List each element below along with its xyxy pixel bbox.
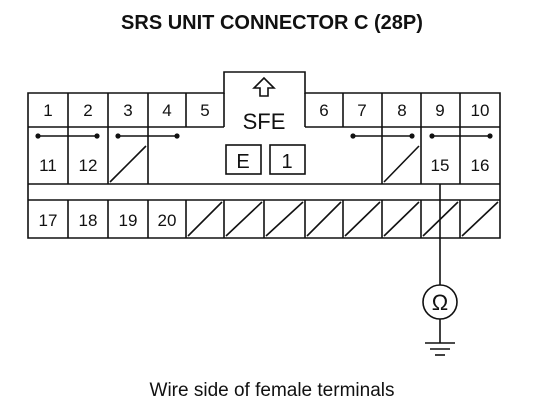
arrow-up-icon [252,76,276,97]
pin-label: 3 [123,101,132,120]
pin-label: 6 [319,101,328,120]
empty-cavity [265,201,304,237]
empty-cavity [383,145,420,183]
pin-label: 7 [357,101,366,120]
mark-box-e [225,144,262,175]
pin-label: 8 [397,101,406,120]
pin-label: 2 [83,101,92,120]
pin-label: 19 [119,211,138,230]
empty-cavity [461,201,499,237]
pin-label: 15 [431,156,450,175]
ohm-symbol: Ω [432,290,448,315]
empty-cavity [306,201,342,237]
pin-label: 10 [471,101,490,120]
pin-label: 12 [79,156,98,175]
diagram-title: SRS UNIT CONNECTOR C (28P) [121,12,423,34]
pin-label: 20 [158,211,177,230]
pin-label: 18 [79,211,98,230]
mark-box-one [269,144,306,175]
empty-cavity [187,201,223,237]
pin-label: 16 [471,156,490,175]
empty-cavity [109,145,147,183]
pin-label: 17 [39,211,58,230]
pin-label: 4 [162,101,171,120]
pin-label: 9 [435,101,444,120]
diagram-caption: Wire side of female terminals [149,380,395,401]
pin-label: 1 [43,101,52,120]
ground-icon [425,342,455,356]
pin-label: 11 [39,156,57,175]
mark-one: 1 [281,151,292,173]
center-label: SFE [243,109,286,134]
pin-label: 5 [200,101,209,120]
mark-e: E [236,151,249,173]
empty-cavity [344,201,381,237]
empty-cavity [225,201,263,237]
empty-cavity [383,201,420,237]
